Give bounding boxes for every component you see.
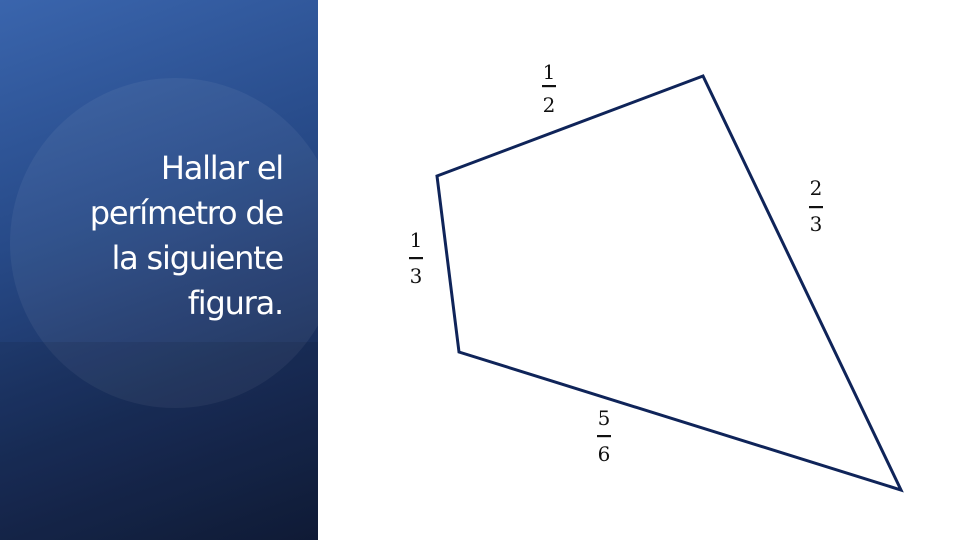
side-label-right: 2 3 (809, 176, 823, 236)
title-line: la siguiente (111, 239, 284, 277)
fraction-bar (542, 85, 556, 88)
side-label-bottom-denominator: 6 (598, 442, 611, 466)
title-line: Hallar el (160, 149, 284, 187)
quadrilateral-figure: 1 2 2 3 5 6 1 3 (409, 60, 904, 493)
fraction-bar (809, 206, 823, 209)
decorative-circle (10, 78, 318, 408)
slide-title: Hallar el perímetro de la siguiente figu… (20, 146, 284, 326)
decorative-band (0, 342, 318, 540)
side-label-left-numerator: 1 (410, 228, 423, 252)
fraction-bar (409, 257, 423, 260)
side-label-bottom-numerator: 5 (598, 406, 611, 430)
fraction-bar (597, 435, 611, 438)
side-label-top: 1 2 (542, 60, 556, 117)
quadrilateral-outline (435, 74, 904, 493)
side-label-left-denominator: 3 (410, 264, 423, 288)
title-line: perímetro de (89, 194, 284, 232)
side-label-bottom: 5 6 (597, 406, 611, 466)
side-label-top-denominator: 2 (543, 93, 556, 117)
title-panel: Hallar el perímetro de la siguiente figu… (0, 0, 318, 540)
side-label-right-numerator: 2 (810, 176, 823, 200)
side-label-left: 1 3 (409, 228, 423, 288)
title-line: figura. (187, 284, 284, 322)
side-label-right-denominator: 3 (810, 212, 823, 236)
side-label-top-numerator: 1 (543, 60, 556, 84)
